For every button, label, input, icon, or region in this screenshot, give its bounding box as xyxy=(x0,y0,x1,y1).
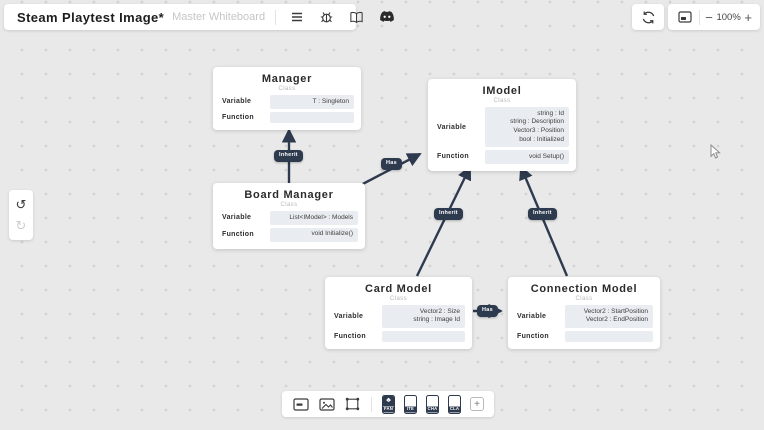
edge-connectionmodel-imodel xyxy=(519,165,569,277)
row-value[interactable]: Vector2 : StartPosition Vector2 : EndPos… xyxy=(565,305,653,328)
row-label: Function xyxy=(334,332,366,340)
row-label: Function xyxy=(222,113,254,121)
node-title: Card Model xyxy=(365,283,432,295)
value-line: Vector2 : EndPosition xyxy=(585,316,648,324)
value-line: void Setup() xyxy=(528,152,564,160)
row-label: Function xyxy=(517,332,549,340)
card-template-fan[interactable]: ♣ FAN xyxy=(382,394,395,414)
row-value-empty[interactable] xyxy=(382,330,465,342)
row-label: Variable xyxy=(222,98,252,106)
row-value[interactable]: Vector2 : Size string : Image Id xyxy=(382,305,465,328)
template-label: CLA xyxy=(449,406,460,412)
zoom-level[interactable]: 100% xyxy=(716,11,741,23)
mouse-cursor xyxy=(710,144,721,159)
value-line: Vector3 : Position xyxy=(513,127,564,135)
class-node-connection-model[interactable]: Connection Model Class Variable Vector2 … xyxy=(508,277,660,349)
menu-icon[interactable] xyxy=(288,9,305,26)
card-template-ite[interactable]: ITE xyxy=(404,394,417,414)
row-value[interactable]: string : Id string : Description Vector3… xyxy=(485,107,569,148)
row-value[interactable]: List<IModel> : Models xyxy=(270,211,358,225)
frame-tool-icon[interactable] xyxy=(344,396,361,413)
node-stereotype: Class xyxy=(493,98,511,104)
template-label: ITE xyxy=(405,406,416,412)
edge-label-inherit[interactable]: Inherit xyxy=(274,150,303,162)
row-value[interactable]: void Initialize() xyxy=(270,227,358,242)
value-line: List<IModel> : Models xyxy=(289,213,353,221)
row-value[interactable]: T : Singleton xyxy=(270,95,354,109)
value-line: void Initialize() xyxy=(311,230,353,238)
zoom-controls: − 100% + xyxy=(668,4,760,30)
node-stereotype: Class xyxy=(575,296,593,302)
row-label: Variable xyxy=(437,123,467,131)
document-subtitle[interactable]: Master Whiteboard xyxy=(172,11,266,23)
discord-icon[interactable] xyxy=(378,9,395,26)
node-stereotype: Class xyxy=(278,86,296,92)
row-value[interactable]: void Setup() xyxy=(485,150,569,164)
node-title: Manager xyxy=(261,73,313,85)
edge-label-inherit[interactable]: Inherit xyxy=(434,208,463,220)
edge-label-inherit[interactable]: Inherit xyxy=(528,208,557,220)
club-icon: ♣ xyxy=(383,395,394,406)
card-template-cla[interactable]: CLA xyxy=(448,394,461,414)
image-tool-icon[interactable] xyxy=(318,396,335,413)
edge-label-has[interactable]: Has xyxy=(477,305,498,317)
bug-report-icon[interactable] xyxy=(318,9,335,26)
template-glyph xyxy=(449,396,460,406)
class-node-card-model[interactable]: Card Model Class Variable Vector2 : Size… xyxy=(325,277,472,349)
value-line: Vector2 : Size xyxy=(419,307,460,315)
fit-screen-icon[interactable] xyxy=(676,9,693,26)
card-note-tool-icon[interactable] xyxy=(292,396,309,413)
class-node-manager[interactable]: Manager Class Variable T : Singleton Fun… xyxy=(213,67,361,130)
row-label: Function xyxy=(437,153,469,161)
zoom-in-button[interactable]: + xyxy=(744,9,752,25)
edge-label-has[interactable]: Has xyxy=(381,158,402,170)
redo-button[interactable]: ↻ xyxy=(15,218,27,233)
card-template-cha[interactable]: CHA xyxy=(426,394,439,414)
add-template-button[interactable]: + xyxy=(470,397,484,411)
row-label: Function xyxy=(222,231,254,239)
divider xyxy=(371,396,372,412)
value-line: Vector2 : StartPosition xyxy=(583,307,648,315)
value-line: string : Description xyxy=(510,118,564,126)
divider xyxy=(275,9,277,25)
value-line: string : Image Id xyxy=(413,316,460,324)
row-label: Variable xyxy=(517,312,547,320)
row-value-empty[interactable] xyxy=(565,330,653,342)
value-line: string : Id xyxy=(537,109,564,117)
row-label: Variable xyxy=(222,214,252,222)
divider xyxy=(698,9,700,25)
class-node-imodel[interactable]: IModel Class Variable string : Id string… xyxy=(428,79,576,171)
value-line: T : Singleton xyxy=(312,97,349,105)
template-glyph xyxy=(427,396,438,406)
node-stereotype: Class xyxy=(389,296,407,302)
row-label: Variable xyxy=(334,312,364,320)
history-controls: ↺ ↻ xyxy=(9,190,33,240)
bottom-toolbar: ♣ FAN ITE CHA CLA + xyxy=(282,391,494,417)
template-glyph xyxy=(405,396,416,406)
undo-button[interactable]: ↺ xyxy=(15,197,27,212)
edge-cardmodel-imodel xyxy=(415,165,472,277)
node-title: Board Manager xyxy=(244,189,334,201)
node-title: Connection Model xyxy=(530,283,638,295)
zoom-out-button[interactable]: − xyxy=(705,9,713,25)
node-stereotype: Class xyxy=(280,202,298,208)
header-bar: Steam Playtest Image* Master Whiteboard xyxy=(4,4,394,30)
template-label: FAN xyxy=(383,406,394,412)
node-title: IModel xyxy=(482,85,522,97)
value-line: bool : Initialized xyxy=(519,135,564,143)
template-label: CHA xyxy=(427,406,438,412)
document-title[interactable]: Steam Playtest Image* xyxy=(17,9,165,25)
book-icon[interactable] xyxy=(348,9,365,26)
sync-button[interactable] xyxy=(632,4,664,30)
class-node-board-manager[interactable]: Board Manager Class Variable List<IModel… xyxy=(213,183,365,249)
row-value-empty[interactable] xyxy=(270,111,354,123)
